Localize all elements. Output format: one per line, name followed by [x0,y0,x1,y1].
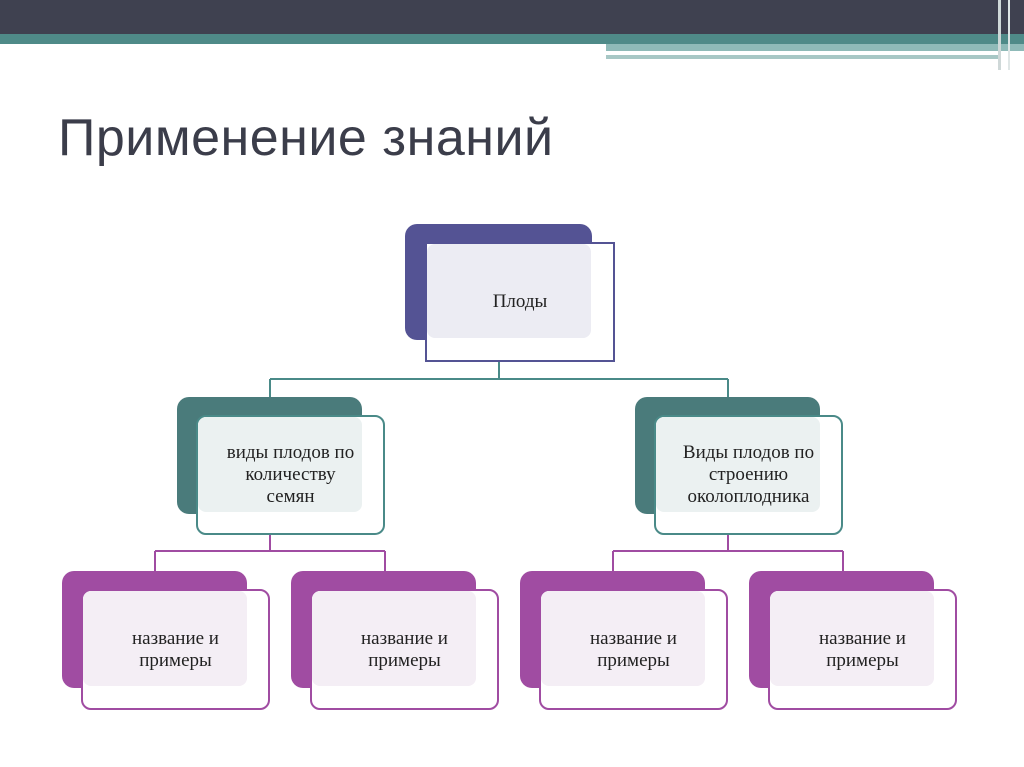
root-node-label: Плоды [492,291,548,312]
branch-right-connector [612,535,844,571]
branch-node-right-fill [656,417,820,512]
branch-node-right-label: Виды плодов по строению околоплодника [682,442,815,507]
leaf-node-4-label: название и примеры [819,627,906,671]
leaf-node-1-fill [83,591,247,686]
leaf-node-4: название и примеры [749,571,957,710]
header-accent-line [606,55,1001,59]
leaf-node-3-fill [541,591,705,686]
branch-node-left-fill [198,417,362,512]
header-right-rule [998,0,1001,70]
leaf-node-1: название и примеры [62,571,270,710]
leaf-node-4-fill [770,591,934,686]
leaf-node-2-label: название и примеры [361,627,448,671]
header-dark-band [0,0,1024,34]
leaf-node-3-label: название и примеры [590,627,677,671]
leaf-node-2-fill [312,591,476,686]
header-teal-band [0,34,1024,44]
branch-left-connector [154,535,386,571]
root-node: Плоды [405,224,615,364]
branch-node-right: Виды плодов по строению околоплодника [635,397,843,537]
slide-title: Применение знаний [58,109,554,167]
leaf-node-1-label: название и примеры [132,627,219,671]
root-node-fill [427,244,591,338]
branch-node-left: виды плодов по количеству семян [177,397,385,537]
branch-node-left-label: виды плодов по количеству семян [226,442,355,507]
leaf-node-2: название и примеры [291,571,499,710]
header-accent-stripe [606,44,1024,51]
header-right-rule-2 [1008,0,1010,70]
leaf-node-3: название и примеры [520,571,728,710]
